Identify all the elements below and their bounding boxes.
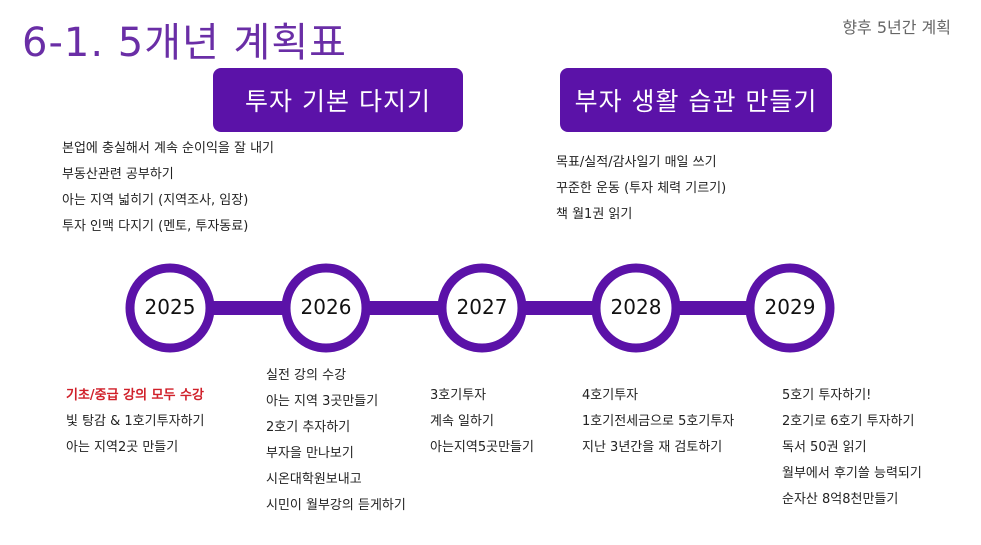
list-item: 아는 지역 3곳만들기 — [266, 394, 379, 409]
list-item: 2호기 추자하기 — [266, 420, 351, 435]
year-node-2027 — [437, 263, 527, 353]
list-item: 시민이 월부강의 듣게하기 — [266, 498, 406, 513]
list-item: 2호기로 6호기 투자하기 — [782, 414, 915, 429]
list-item: 순자산 8억8천만들기 — [782, 492, 899, 507]
year-list-2026: 실전 강의 수강 아는 지역 3곳만들기 2호기 추자하기 부자을 만나보기 시… — [266, 363, 406, 519]
year-node-2025 — [125, 263, 215, 353]
year-label-2029: 2029 — [764, 295, 816, 319]
list-item: 부동산관련 공부하기 — [62, 167, 174, 182]
year-list-2027: 3호기투자 계속 일하기 아는지역5곳만들기 — [430, 383, 534, 461]
list-item-highlight: 기초/중급 강의 모두 수강 — [66, 388, 204, 403]
list-item: 부자을 만나보기 — [266, 446, 354, 461]
list-item: 투자 인맥 다지기 (멘토, 투자동료) — [62, 219, 249, 234]
list-item: 5호기 투자하기! — [782, 388, 872, 403]
list-item: 계속 일하기 — [430, 414, 494, 429]
year-label-2025: 2025 — [144, 295, 196, 319]
list-item: 아는지역5곳만들기 — [430, 440, 534, 455]
list-item: 독서 50권 읽기 — [782, 440, 867, 455]
list-item: 실전 강의 수강 — [266, 368, 347, 383]
list-item: 빛 탕감 & 1호기투자하기 — [66, 414, 205, 429]
year-label-2028: 2028 — [610, 295, 662, 319]
page-title: 6-1. 5개년 계획표 — [22, 20, 347, 66]
list-item: 월부에서 후기쓸 능력되기 — [782, 466, 922, 481]
list-item: 시온대학원보내고 — [266, 472, 362, 487]
list-item: 지난 3년간을 재 검토하기 — [582, 440, 723, 455]
phase-banner-habits: 부자 생활 습관 만들기 — [560, 68, 832, 132]
year-label-2027: 2027 — [456, 295, 508, 319]
year-list-2029: 5호기 투자하기! 2호기로 6호기 투자하기 독서 50권 읽기 월부에서 후… — [782, 383, 922, 513]
list-item: 꾸준한 운동 (투자 체력 기르기) — [556, 181, 727, 196]
list-item: 본업에 충실해서 계속 순이익을 잘 내기 — [62, 141, 275, 156]
year-node-2029 — [745, 263, 835, 353]
year-list-2028: 4호기투자 1호기전세금으로 5호기투자 지난 3년간을 재 검토하기 — [582, 383, 734, 461]
list-item: 목표/실적/감사일기 매일 쓰기 — [556, 155, 717, 170]
list-item: 책 월1권 읽기 — [556, 207, 633, 222]
year-list-2025: 기초/중급 강의 모두 수강 빛 탕감 & 1호기투자하기 아는 지역2곳 만들… — [66, 383, 204, 461]
year-node-2028 — [591, 263, 681, 353]
page-subtitle: 향후 5년간 계획 — [842, 18, 951, 37]
year-label-2026: 2026 — [300, 295, 352, 319]
top-list-basics: 본업에 충실해서 계속 순이익을 잘 내기 부동산관련 공부하기 아는 지역 넓… — [62, 136, 274, 240]
top-list-habits: 목표/실적/감사일기 매일 쓰기 꾸준한 운동 (투자 체력 기르기) 책 월1… — [556, 150, 726, 228]
list-item: 1호기전세금으로 5호기투자 — [582, 414, 735, 429]
list-item: 아는 지역 넓히기 (지역조사, 임장) — [62, 193, 249, 208]
year-node-2026 — [281, 263, 371, 353]
list-item: 아는 지역2곳 만들기 — [66, 440, 179, 455]
list-item: 3호기투자 — [430, 388, 487, 403]
phase-banner-basics: 투자 기본 다지기 — [213, 68, 463, 132]
list-item: 4호기투자 — [582, 388, 639, 403]
